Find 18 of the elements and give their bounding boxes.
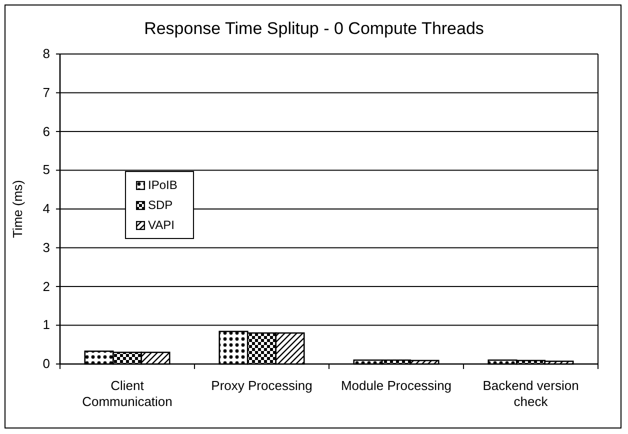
- category-label: Module Processing: [340, 378, 453, 394]
- legend-label: IPoIB: [148, 178, 178, 192]
- category-label: Backend version check: [482, 378, 580, 410]
- tick-label: 0: [42, 356, 50, 372]
- tick-label: 1: [42, 317, 50, 334]
- legend-label: SDP: [148, 198, 173, 212]
- chart-title: Response Time Splitup - 0 Compute Threads: [143, 19, 485, 39]
- legend-label: VAPI: [148, 218, 174, 232]
- axis-title: Time (ms): [10, 179, 26, 240]
- category-label: Proxy Processing: [210, 378, 314, 394]
- tick-label: 8: [42, 46, 50, 62]
- tick-label: 3: [42, 240, 50, 256]
- tick-label: 5: [42, 162, 50, 178]
- tick-label: 6: [42, 124, 50, 140]
- tick-label: 2: [42, 278, 50, 294]
- category-label: Client Communication: [81, 378, 174, 410]
- tick-label: 7: [42, 84, 50, 101]
- tick-label: 4: [42, 201, 50, 217]
